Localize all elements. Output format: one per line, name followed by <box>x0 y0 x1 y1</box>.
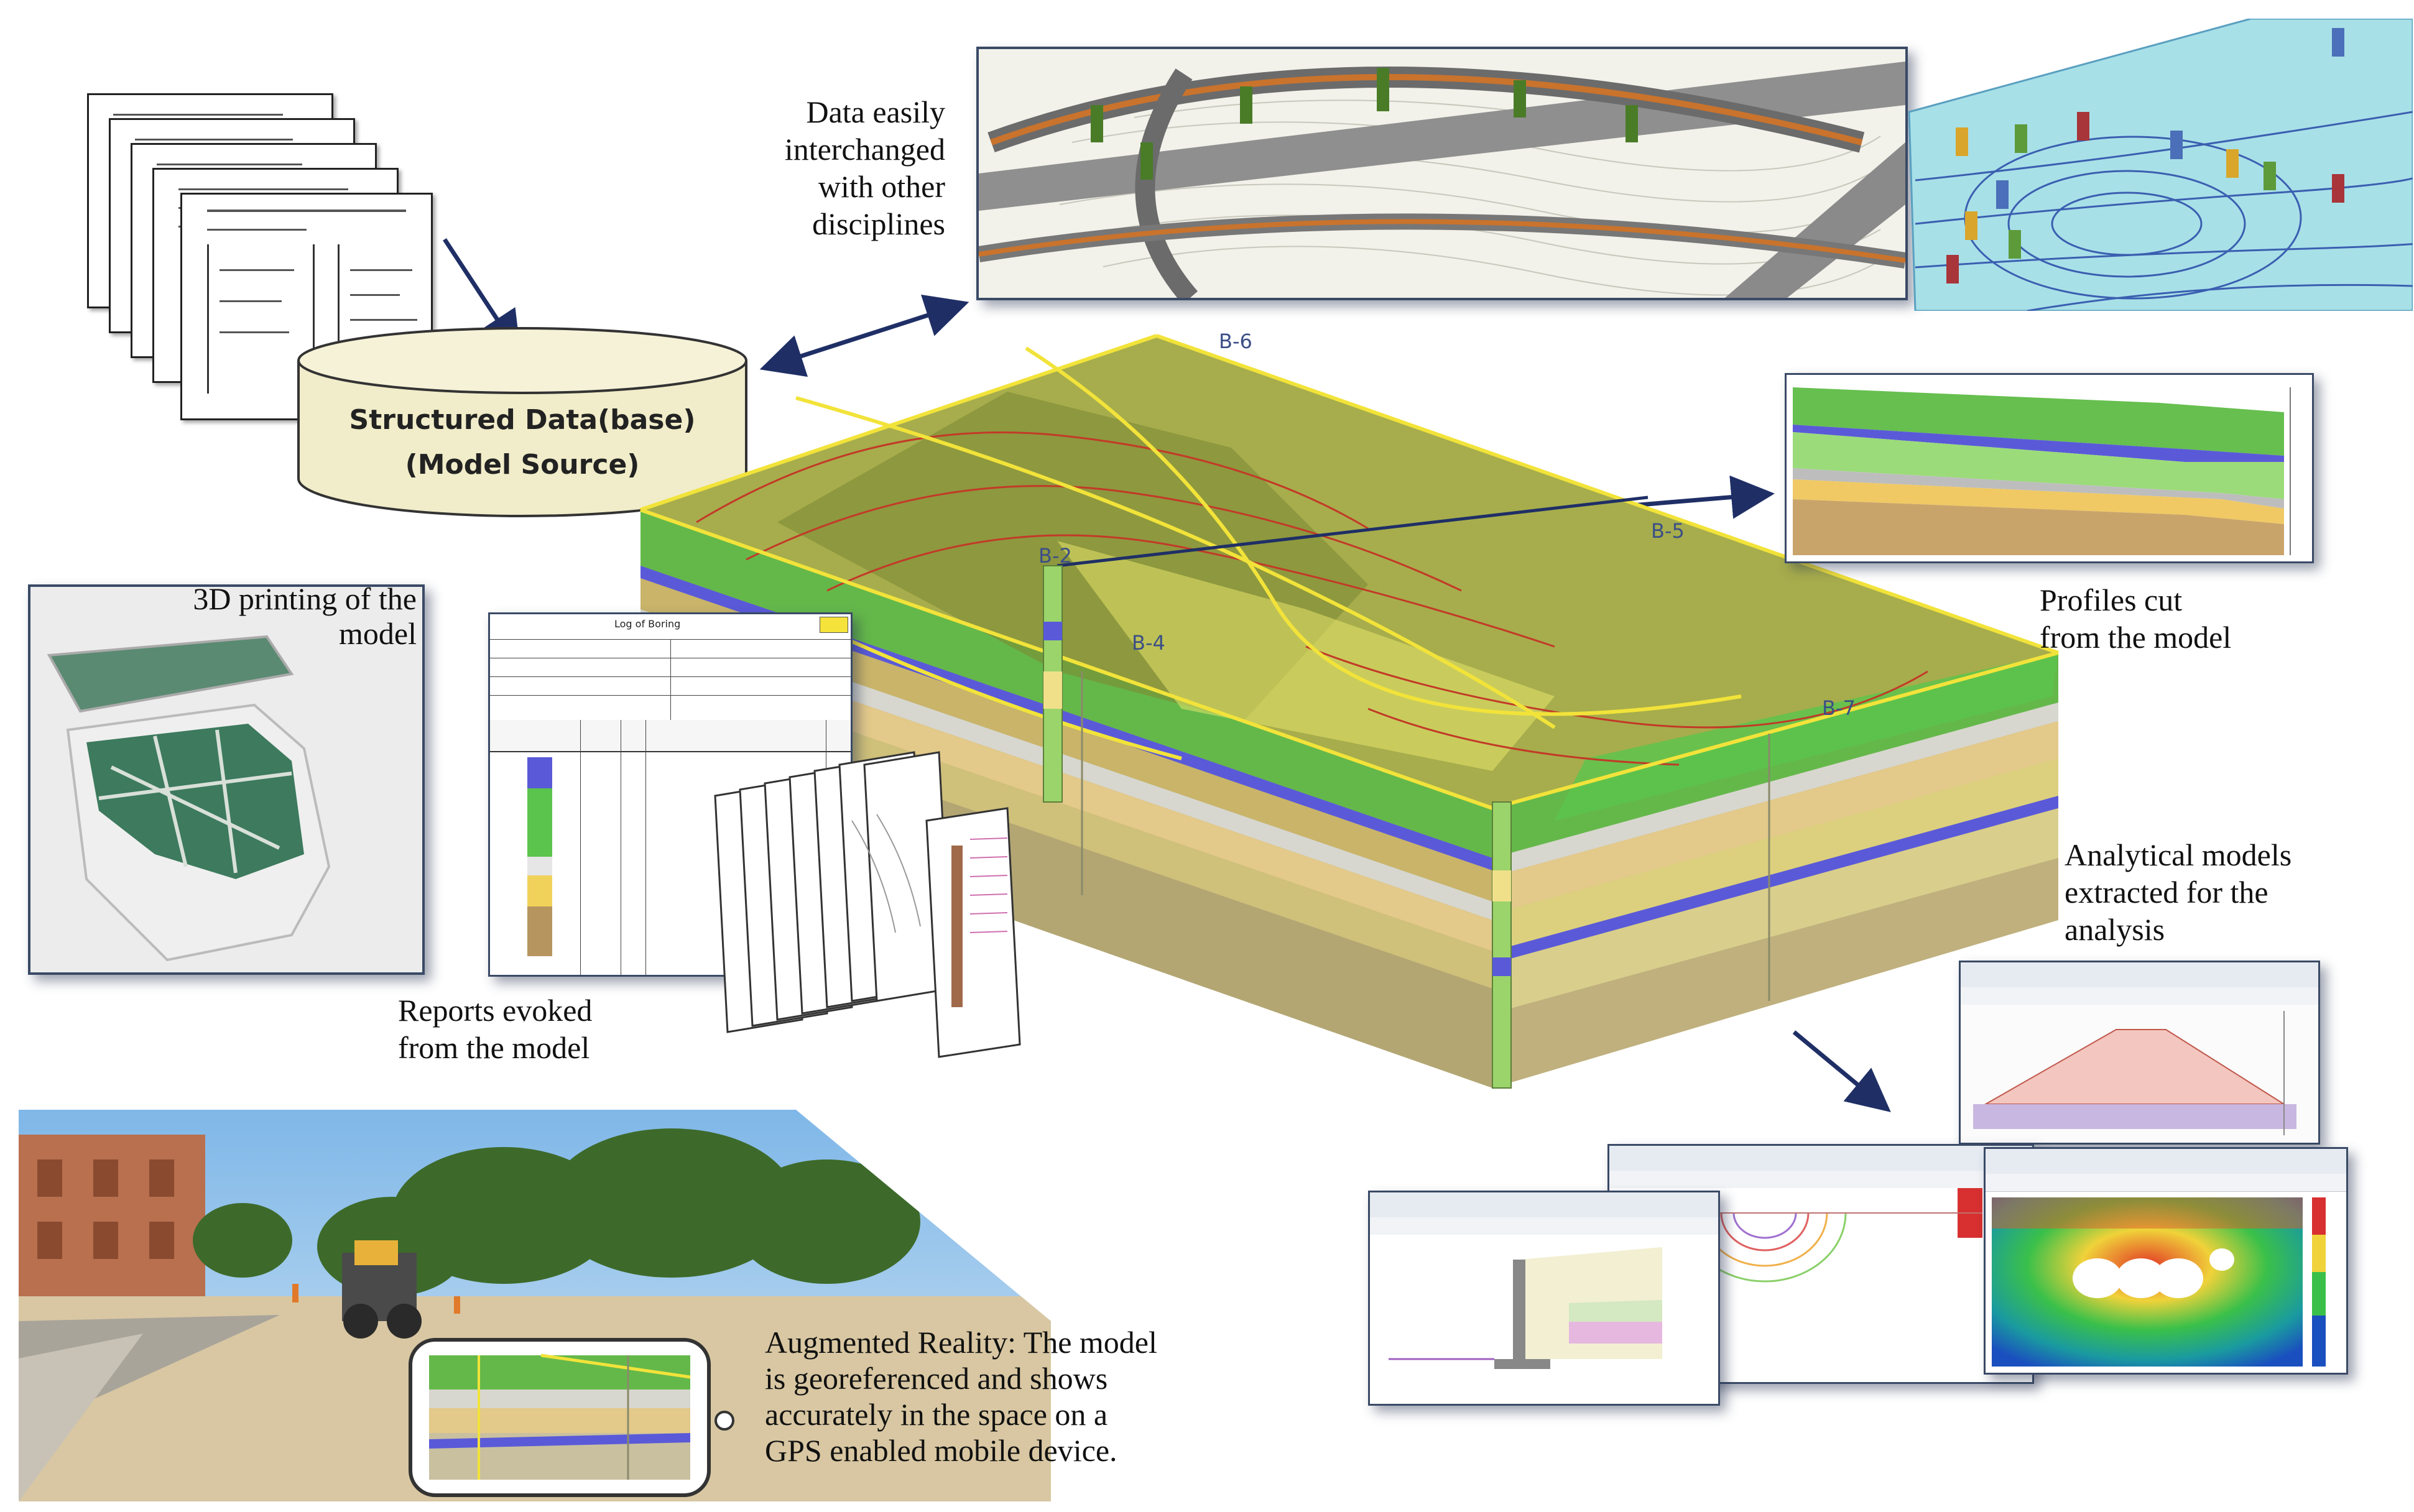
arrow-database-interchange <box>759 294 969 377</box>
report-strata-column <box>527 757 552 956</box>
analysis-window-retaining-wall <box>1368 1191 1720 1406</box>
borehole-label-b4: B-4 <box>1132 631 1165 655</box>
embankment-section <box>1961 1005 2318 1143</box>
infrastructure-view-panel <box>976 47 1908 300</box>
geological-3d-model: B-6 B-2 B-4 B-5 B-7 <box>640 330 2059 1089</box>
borehole-label-b7: B-7 <box>1822 696 1856 720</box>
caption-3d-printing: 3D printing of the model <box>193 581 417 651</box>
database-label: Structured Data(base) (Model Source) <box>292 398 752 487</box>
contour-map-panel <box>1903 17 2414 312</box>
report-header: Log of Boring <box>490 614 851 721</box>
arrow-model-to-analytical <box>1792 1030 1891 1112</box>
profile-section-drawing <box>1787 375 2312 561</box>
caption-interchange: Data easily interchanged with other disc… <box>784 94 945 241</box>
mobile-device <box>409 1338 734 1497</box>
database-title: Structured Data(base) <box>349 404 696 436</box>
caption-profiles: Profiles cut from the model <box>2040 583 2232 655</box>
caption-augmented-reality: Augmented Reality: The model is georefer… <box>765 1325 1157 1468</box>
analysis-window-tunnel-heatmap <box>1984 1147 2348 1375</box>
borehole-markers <box>1946 28 2344 284</box>
report-logo-badge <box>820 617 848 633</box>
borehole-label-b2: B-2 <box>1038 544 1072 568</box>
analysis-window-embankment <box>1959 961 2320 1145</box>
tunnel-stress-heatmap <box>1992 1197 2326 1367</box>
report-pages-fan <box>714 751 1021 1058</box>
borehole-columns <box>1043 565 1770 1089</box>
retaining-wall-section <box>1370 1235 1718 1404</box>
3d-print-photo <box>28 584 425 975</box>
scanned-documents <box>87 93 435 420</box>
database-cylinder <box>297 327 747 517</box>
database-subtitle: (Model Source) <box>405 449 640 481</box>
report-title: Log of Boring <box>614 618 681 630</box>
3d-print-object <box>30 587 422 972</box>
contour-map <box>1908 17 2414 312</box>
borehole-label-b6: B-6 <box>1219 330 1252 353</box>
borehole-label-b5: B-5 <box>1651 519 1685 543</box>
augmented-reality-street-photo <box>19 1110 1051 1501</box>
caption-reports: Reports evoked from the model <box>398 993 593 1065</box>
caption-analytical: Analytical models extracted for the anal… <box>2065 837 2292 947</box>
infrastructure-drawing <box>979 49 1905 298</box>
profile-section-panel <box>1785 373 2314 563</box>
